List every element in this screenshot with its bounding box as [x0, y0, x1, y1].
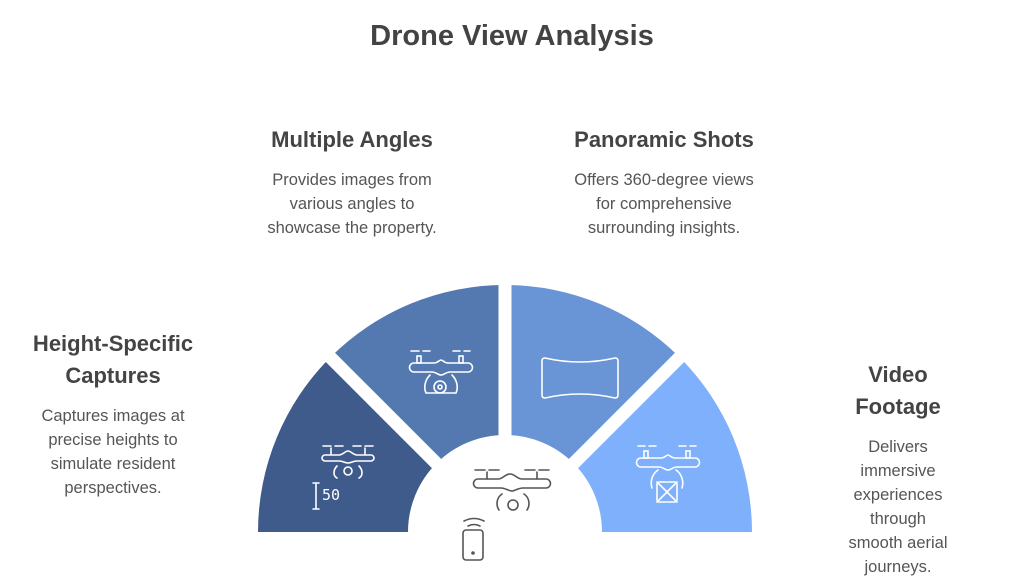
drone-remote-phone-icon: [462, 469, 552, 561]
drone-camera-icon: [408, 350, 474, 394]
section-video-footage: Video Footage Delivers immersive experien…: [835, 359, 961, 579]
gap-divider: [315, 342, 510, 537]
diagram-title: Drone View Analysis: [370, 20, 654, 52]
drone-delivery-icon: [635, 445, 701, 503]
desc-line: experiences through: [853, 486, 943, 528]
desc-line: smooth aerial journeys.: [848, 534, 948, 576]
segment-panoramic-shots: [505, 285, 680, 464]
desc-line: for comprehensive: [596, 195, 732, 213]
desc-line: Provides images from: [272, 171, 432, 189]
desc-line: various angles to: [289, 195, 415, 213]
height-label: 50: [322, 486, 340, 504]
desc-line: Captures images at: [41, 407, 185, 425]
drone-height-icon: [312, 445, 375, 510]
section-title: Multiple Angles: [271, 127, 433, 152]
desc-line: precise heights to: [48, 431, 178, 449]
section-title: Video Footage: [855, 362, 941, 419]
desc-line: showcase the property.: [267, 219, 437, 237]
desc-line: surrounding insights.: [587, 219, 741, 237]
section-title-line: Height-Specific: [32, 331, 194, 356]
segment-video-footage: [573, 357, 752, 532]
desc-line: simulate resident: [50, 455, 176, 473]
section-multiple-angles: Multiple Angles Provides images from vari…: [267, 124, 436, 240]
gap-divider: [500, 342, 695, 537]
desc-line: Offers 360-degree views: [574, 171, 754, 189]
section-title-line: Captures: [65, 363, 161, 388]
section-title: Panoramic Shots: [574, 127, 754, 152]
segment-multiple-angles: [330, 285, 505, 464]
panorama-icon: [541, 357, 619, 399]
desc-line: Delivers immersive: [860, 438, 936, 480]
segment-height-specific: [258, 357, 437, 532]
desc-line: perspectives.: [64, 479, 162, 497]
section-panoramic-shots: Panoramic Shots Offers 360-degree views f…: [574, 124, 754, 240]
